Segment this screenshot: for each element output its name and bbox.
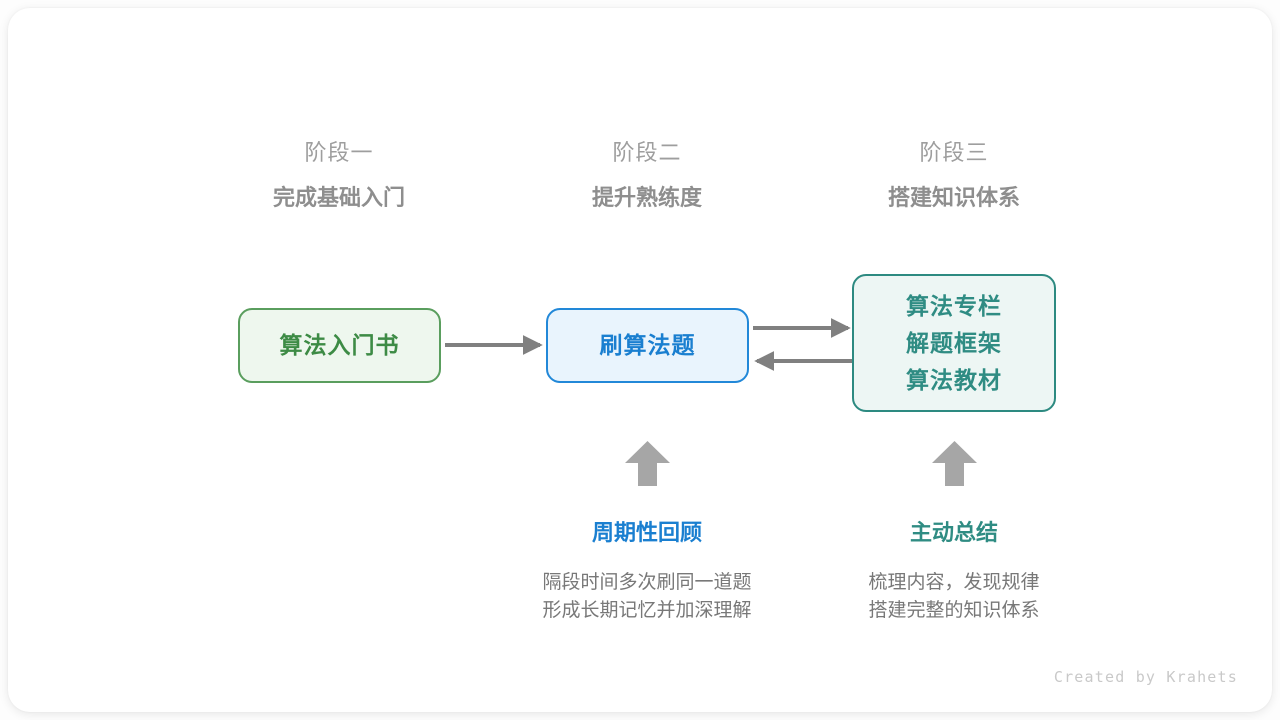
annotation-description-line: 形成长期记忆并加深理解	[542, 600, 752, 621]
annotation-title: 主动总结	[909, 520, 998, 545]
annotation-title: 周期性回顾	[591, 520, 702, 545]
node-line: 算法教材	[906, 366, 1002, 393]
node-algorithm-intro-book[interactable]: 算法入门书	[238, 308, 441, 383]
stage-index-label: 阶段一	[304, 140, 374, 165]
node-line: 刷算法题	[599, 332, 696, 358]
arrow-up-review	[625, 441, 670, 486]
node-line: 算法入门书	[279, 332, 400, 358]
node-practice-problems[interactable]: 刷算法题	[546, 308, 749, 383]
stage-index-label: 阶段二	[612, 140, 682, 165]
credit-text: Created by Krahets	[1053, 668, 1238, 686]
stage-header-3: 阶段三 搭建知识体系	[824, 136, 1084, 216]
node-knowledge-resources[interactable]: 算法专栏 解题框架 算法教材	[852, 274, 1056, 412]
stage-header-2: 阶段二 提升熟练度	[517, 136, 777, 216]
stage-title-label: 完成基础入门	[272, 185, 405, 210]
stage-index-label: 阶段三	[919, 140, 989, 165]
annotation-description: 梳理内容，发现规律 搭建完整的知识体系	[804, 569, 1104, 625]
annotation-description-line: 梳理内容，发现规律	[868, 572, 1040, 593]
annotation-active-summary: 主动总结 梳理内容，发现规律 搭建完整的知识体系	[804, 517, 1104, 625]
content-card: 阶段一 完成基础入门 阶段二 提升熟练度 阶段三 搭建知识体系	[8, 8, 1272, 712]
annotation-description-line: 隔段时间多次刷同一道题	[542, 572, 752, 593]
annotation-periodic-review: 周期性回顾 隔段时间多次刷同一道题 形成长期记忆并加深理解	[497, 517, 797, 625]
stage-title-label: 提升熟练度	[591, 185, 702, 210]
annotation-description: 隔段时间多次刷同一道题 形成长期记忆并加深理解	[497, 569, 797, 625]
stage-title-label: 搭建知识体系	[887, 185, 1020, 210]
annotation-description-line: 搭建完整的知识体系	[868, 600, 1040, 621]
node-line: 解题框架	[906, 329, 1002, 356]
node-line: 算法专栏	[906, 292, 1002, 319]
stage-header-1: 阶段一 完成基础入门	[209, 136, 469, 216]
arrow-up-summary	[932, 441, 977, 486]
